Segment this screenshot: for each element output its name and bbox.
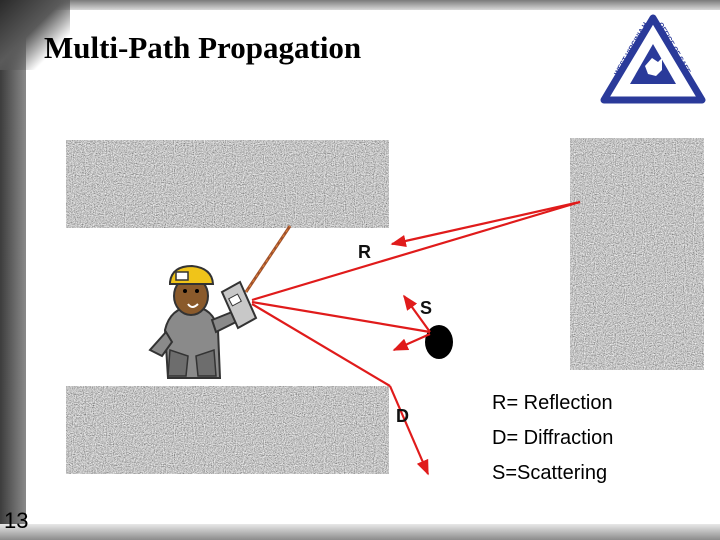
ray-reflection-outgoing (390, 200, 581, 247)
corner-decoration (0, 0, 70, 70)
legend: R= Reflection D= Diffraction S=Scatterin… (492, 386, 613, 491)
ray-scattering-outgoing-up (403, 294, 431, 333)
state-shape-icon (645, 58, 662, 76)
label-diffraction: D (396, 406, 409, 426)
ray-diffraction-outgoing (388, 385, 430, 476)
rock-wall-top (66, 140, 389, 228)
bottom-band-decoration (0, 524, 720, 540)
logo-text-bottom: TRAINING MINERS (626, 90, 680, 96)
page-number: 13 (4, 508, 29, 533)
ray-reflection-incoming (251, 200, 581, 302)
rock-wall-bottom (66, 386, 389, 474)
scatterer-object (425, 325, 453, 359)
label-reflection: R (358, 242, 371, 262)
left-sidebar-decoration (0, 0, 26, 540)
slide-title: Multi-Path Propagation (44, 30, 362, 65)
wv-office-of-safety-logo: WEST VIRGINIA HEALTH OFFICE OF SAFETY TR… (600, 14, 706, 104)
radio-handset (220, 225, 292, 330)
legend-diffraction: D= Diffraction (492, 427, 614, 449)
top-band-decoration (0, 0, 720, 10)
rock-wall-right (570, 138, 704, 370)
legend-scattering: S=Scattering (492, 462, 608, 484)
propagation-rays (251, 200, 581, 476)
label-scattering: S (420, 298, 433, 318)
miner-figure (148, 264, 238, 379)
ray-diffraction-incoming (251, 303, 391, 387)
ray-scattering-outgoing-down (392, 332, 431, 352)
ray-scattering-incoming (251, 300, 431, 334)
legend-reflection: R= Reflection (492, 392, 613, 414)
